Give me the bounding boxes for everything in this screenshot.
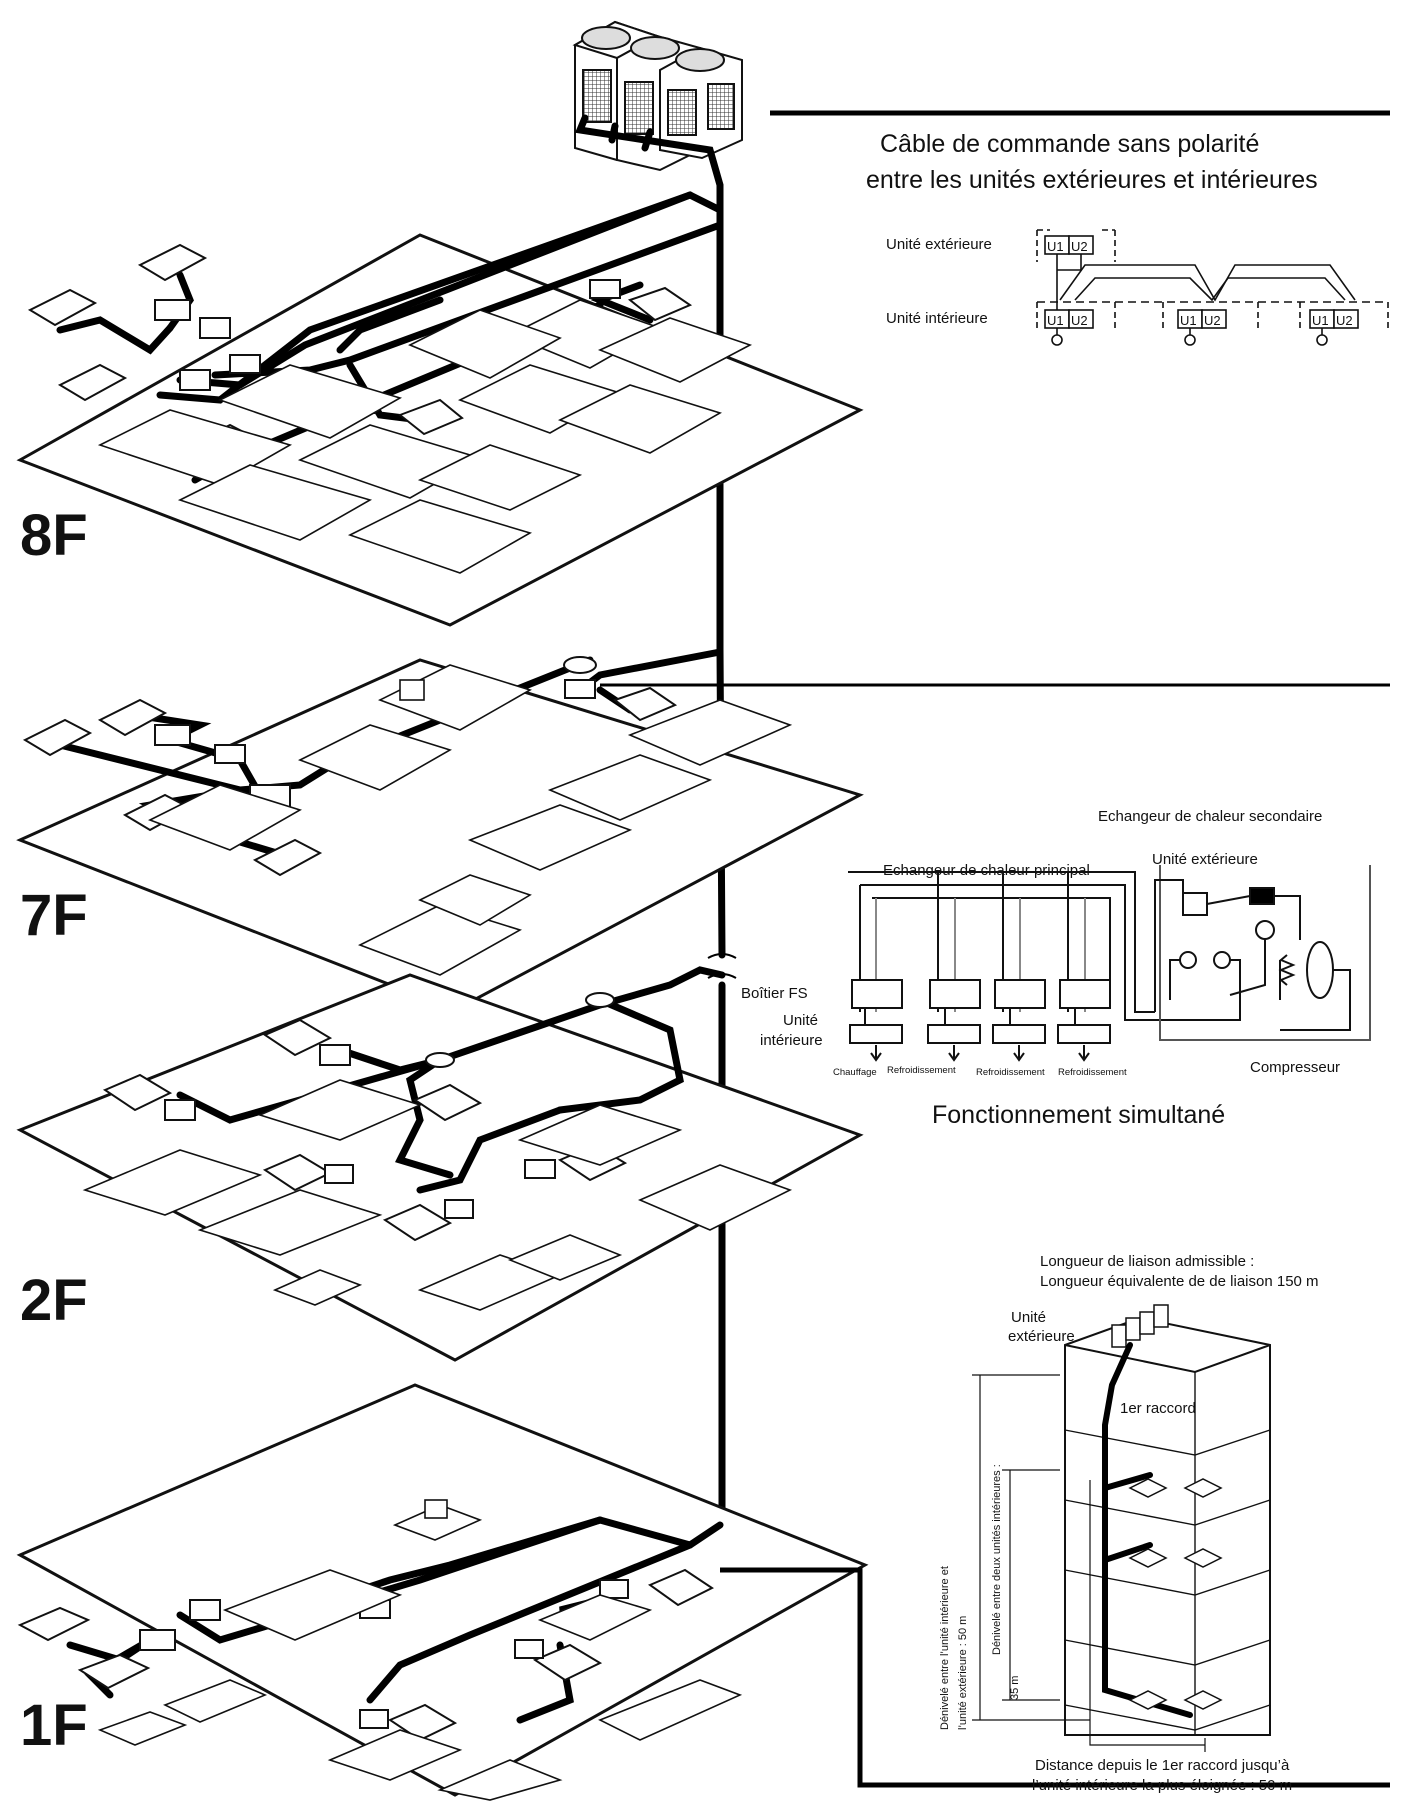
mode-unit-1: Chauffage (833, 1067, 877, 1078)
indoor2-terminal-u1: U1 (1180, 313, 1197, 328)
distance-line2: l’unité intérieure la plus éloignée : 50… (1032, 1777, 1292, 1794)
floor-slab-1f (16, 1383, 869, 1797)
floor-8f: 8F (16, 191, 864, 627)
height-outdoor-indoor-line2: l’unité extérieure : 50 m (957, 1616, 969, 1730)
floor-label-1f: 1F (20, 1693, 88, 1758)
wiring-outdoor-label: Unité extérieure (886, 236, 992, 253)
indoor1-terminal-u1: U1 (1047, 313, 1064, 328)
furniture-2f (82, 1079, 793, 1311)
wiring-title-line1: Câble de commande sans polarité (880, 130, 1259, 158)
callout-leaders (600, 110, 1390, 1788)
simultaneous-caption: Fonctionnement simultané (932, 1101, 1225, 1129)
piping-callout: Longueur de liaison admissible : Longueu… (939, 1253, 1319, 1794)
indoor1-terminal-u2: U2 (1071, 313, 1088, 328)
furniture-1f (97, 1499, 743, 1801)
indoor3-terminal-u1: U1 (1312, 313, 1329, 328)
outdoor-unit-3 (659, 46, 743, 160)
simultaneous-callout: Echangeur de chaleur secondaire Unité ex… (741, 808, 1371, 1129)
wiring-schematic (1036, 229, 1389, 346)
building-floors (1064, 1429, 1271, 1731)
indoor2-terminal-u2: U2 (1204, 313, 1221, 328)
outdoor-unit-label: Unité extérieure (1152, 851, 1258, 868)
wiring-title-line2: entre les unités extérieures et intérieu… (866, 166, 1318, 194)
floor-label-7f: 7F (20, 883, 88, 948)
height-indoor-indoor-line2: 35 m (1009, 1676, 1021, 1700)
outdoor-units (572, 20, 743, 172)
piping-outdoor-line1: Unité (1011, 1309, 1046, 1326)
roof-outdoor-units (1111, 1304, 1169, 1348)
floor-2f: 2F (16, 966, 864, 1362)
wiring-terminals: U1 U2 U1 U2 U1 U2 U1 U2 (1047, 239, 1353, 328)
allowed-length-line2: Longueur équivalente de de liaison 150 m (1040, 1273, 1319, 1290)
compressor-label: Compresseur (1250, 1059, 1340, 1076)
outdoor-terminal-u2: U2 (1071, 239, 1088, 254)
mode-unit-2: Refroidissement (887, 1065, 956, 1076)
dimension-lines (972, 1374, 1206, 1752)
height-indoor-indoor-line1: Dénivelé entre deux unités intérieures : (991, 1464, 1003, 1655)
distance-line1: Distance depuis le 1er raccord jusqu’à (1035, 1757, 1290, 1774)
furniture-8f (97, 299, 753, 574)
floor-1f: 1F (16, 1383, 869, 1801)
indoor-unit-label-line1: Unité (783, 1012, 818, 1029)
main-hx-label: Echangeur de chaleur principal (883, 862, 1090, 879)
secondary-hx-label: Echangeur de chaleur secondaire (1098, 808, 1322, 825)
floor-label-2f: 2F (20, 1268, 88, 1333)
mode-unit-3: Refroidissement (976, 1067, 1045, 1078)
wiring-callout: Câble de commande sans polarité entre le… (866, 130, 1389, 346)
outdoor-terminal-u1: U1 (1047, 239, 1064, 254)
leader-piping (720, 1567, 1390, 1788)
indoor-unit-label-line2: intérieure (760, 1032, 823, 1049)
wiring-indoor-label: Unité intérieure (886, 310, 988, 327)
refrigerant-circuit (848, 865, 1371, 1062)
furniture-7f (148, 664, 793, 976)
building-block (1064, 1316, 1271, 1736)
first-joint-label: 1er raccord (1120, 1400, 1196, 1417)
floor-label-8f: 8F (20, 503, 88, 568)
mode-unit-4: Refroidissement (1058, 1067, 1127, 1078)
indoor3-terminal-u2: U2 (1336, 313, 1353, 328)
allowed-length-line1: Longueur de liaison admissible : (1040, 1253, 1254, 1270)
fs-box-label: Boîtier FS (741, 985, 808, 1002)
floor-7f: 7F (16, 648, 864, 1012)
height-outdoor-indoor-line1: Dénivelé entre l’unité intérieure et (939, 1566, 951, 1730)
building-indoor-units (1128, 1478, 1223, 1710)
piping-outdoor-line2: extérieure (1008, 1328, 1075, 1345)
